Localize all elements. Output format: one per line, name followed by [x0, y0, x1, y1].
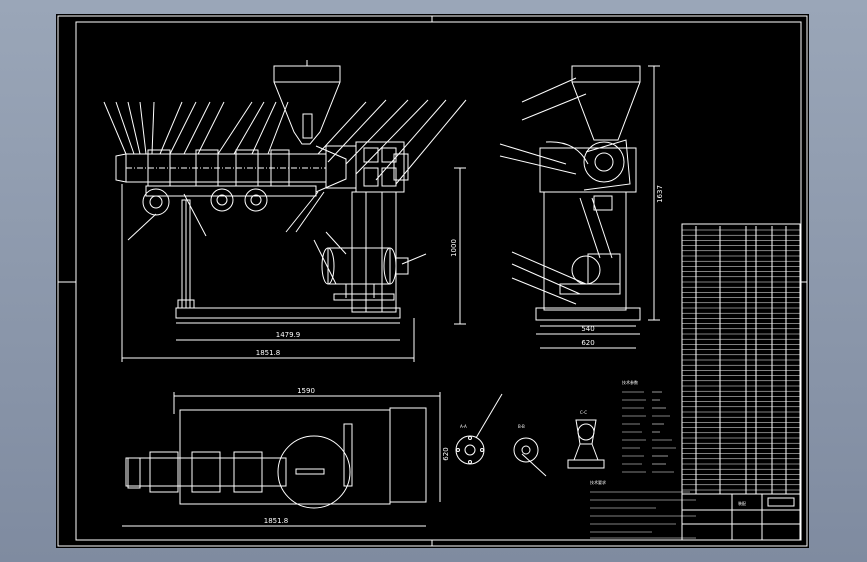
- dim-height-side: 1637: [656, 185, 664, 203]
- fan-1: [142, 188, 170, 216]
- hopper: [273, 65, 341, 145]
- top-view: 1590 620 1851.8: [122, 387, 450, 527]
- dim-top-view: 1590: [297, 387, 315, 395]
- title-block-name: 装配: [738, 500, 746, 506]
- top-motor-circle: [277, 435, 351, 509]
- tech-table-title: 技术参数: [622, 379, 638, 385]
- leader-lines: [103, 99, 467, 285]
- inner-border: [75, 21, 802, 541]
- tech-notes-title: 技术要求: [590, 479, 606, 485]
- dim-outer-side: 620: [581, 339, 594, 347]
- bom-table: [681, 223, 801, 541]
- tech-parameters: 技术参数 技术要求: [590, 379, 696, 539]
- section-label-b: B-B: [518, 424, 525, 429]
- dim-side-top: 620: [442, 447, 450, 460]
- motor: [327, 247, 391, 285]
- front-view: 1000 1479.9 1851.8: [103, 60, 467, 362]
- side-leaders: [499, 77, 587, 305]
- frame: [351, 191, 397, 313]
- side-frame: [543, 191, 627, 311]
- section-label-a: A-A: [460, 424, 467, 429]
- outer-border: [57, 15, 808, 547]
- title-block: 装配: [682, 493, 800, 540]
- section-label-c: C-C: [580, 410, 587, 415]
- section-details: A-A B-B C-C: [455, 393, 605, 477]
- dim-height-front: 1000: [450, 239, 458, 257]
- side-view: 1637 540 620: [499, 65, 664, 349]
- dim-total-front: 1851.8: [256, 349, 281, 357]
- drawing-sheet: 1000 1479.9 1851.8: [56, 14, 809, 548]
- top-frame: [179, 409, 391, 505]
- dim-inner-side: 540: [581, 325, 594, 333]
- dim-bottom-top: 1851.8: [264, 517, 289, 525]
- side-hopper: [571, 65, 641, 141]
- top-barrel: [125, 457, 287, 487]
- drawing-canvas: 1000 1479.9 1851.8: [57, 15, 808, 547]
- side-motor: [587, 253, 621, 285]
- base-plate: [175, 307, 401, 319]
- heater-bands: [147, 149, 290, 187]
- dim-base-front: 1479.9: [276, 331, 301, 339]
- gear-wheel: [583, 141, 625, 183]
